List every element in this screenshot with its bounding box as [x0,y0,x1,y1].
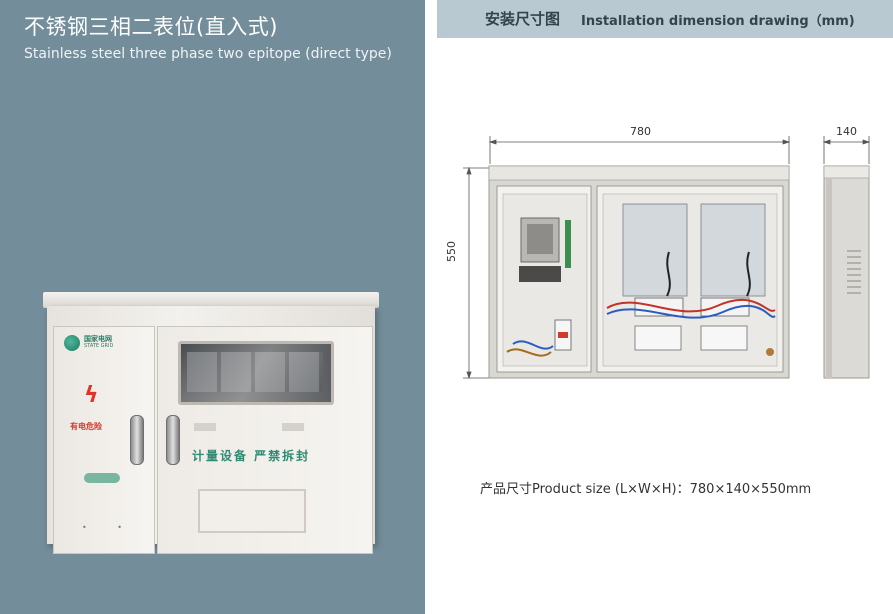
meter-label-slot [194,423,216,431]
cabinet-body: 国家电网 STATE GRID ϟ 有电危险 • • 计量设备 严禁拆封 [47,306,476,554]
right-door-handle [166,415,180,465]
meter-cabinet-photo: 国家电网 STATE GRID ϟ 有电危险 • • 计量设备 严禁拆封 [43,292,476,554]
cabinet-right-door: 计量设备 严禁拆封 [157,326,476,554]
dimension-drawing [463,136,871,380]
high-voltage-icon: ϟ [84,383,99,408]
depth-dimension-line [822,136,871,164]
cabinet-left-door: 国家电网 STATE GRID ϟ 有电危险 • • [53,326,155,554]
meters-behind-glass [187,352,323,392]
panel-divider [425,0,437,614]
operation-flap [198,489,306,533]
cabinet-top-cover [43,292,379,308]
meter-label-slot [282,423,304,431]
metering-seal-text: 计量设备 严禁拆封 [192,449,311,463]
electric-danger-label: 有电危险 [70,422,102,431]
product-size-text: 产品尺寸Product size (L×W×H)：780×140×550mm [480,482,812,497]
width-dimension-line [488,136,791,164]
product-title-cn: 不锈钢三相二表位(直入式) [24,15,278,39]
depth-dimension-label: 140 [836,125,857,138]
dimension-header-en: Installation dimension drawing（mm) [581,14,855,29]
state-grid-brand-cn: 国家电网 [84,335,112,343]
meter-viewing-window [178,341,334,405]
height-dimension-label: 550 [445,241,458,262]
width-dimension-label: 780 [630,125,651,138]
product-title-en: Stainless steel three phase two epitope … [24,46,392,62]
green-brand-mark-icon [84,473,120,483]
state-grid-logo-icon [64,335,80,351]
door-screws: • • [82,523,136,532]
left-door-handle [130,415,144,465]
front-view-cabinet [488,165,790,379]
side-view-cabinet [823,165,870,379]
state-grid-brand-en: STATE GRID [84,343,114,349]
dimension-header: 安装尺寸图 Installation dimension drawing（mm) [437,0,893,38]
product-photo-panel: 不锈钢三相二表位(直入式) Stainless steel three phas… [0,0,476,614]
height-dimension-line [463,166,493,380]
dimension-header-cn: 安装尺寸图 [485,10,561,28]
dimension-panel: 安装尺寸图 Installation dimension drawing（mm) [437,0,893,614]
glass-glare [181,344,331,402]
